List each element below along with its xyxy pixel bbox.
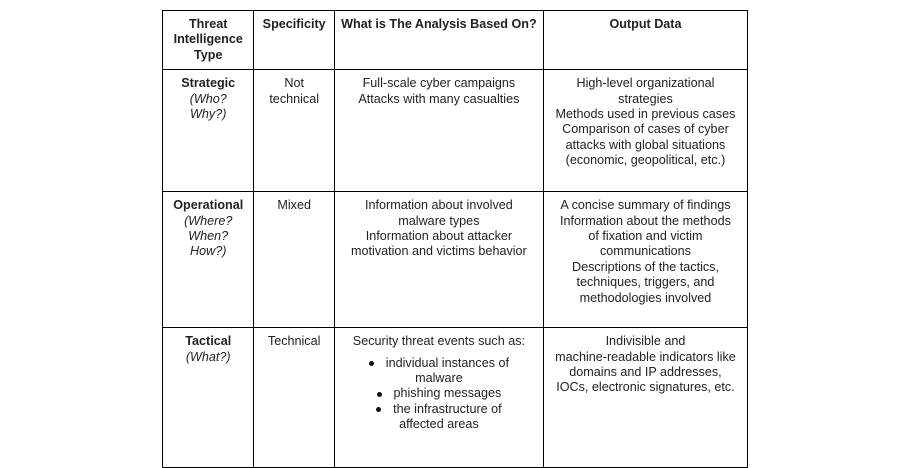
type-question: (Who?	[189, 91, 227, 106]
specificity-cell: Mixed	[253, 191, 335, 329]
output-line: Comparison of cases of cyber	[562, 122, 729, 137]
type-question: When?	[188, 229, 229, 244]
type-cell: Operational (Where? When? How?)	[161, 191, 255, 329]
table-row-operational: Operational (Where? When? How?) Mixed In…	[161, 191, 749, 329]
output-line: methodologies involved	[579, 290, 712, 305]
bullet-text: malware	[415, 371, 463, 386]
bullet-text: affected areas	[399, 417, 479, 432]
bullet-icon	[368, 360, 374, 366]
output-line: of fixation and victim	[588, 229, 703, 244]
bullet-icon	[376, 391, 382, 397]
output-line: Indivisible and	[605, 334, 686, 349]
output-cell: Indivisible and machine-readable indicat…	[542, 327, 749, 468]
table-row-strategic: Strategic (Who? Why?) Not technical Full…	[161, 69, 749, 193]
output-line: IOCs, electronic signatures, etc.	[556, 380, 735, 395]
output-line: A concise summary of findings	[560, 198, 731, 213]
analysis-intro: Security threat events such as:	[352, 334, 525, 349]
bullet-text: phishing messages	[393, 386, 502, 401]
output-line: communications	[599, 244, 691, 259]
output-line: strategies	[618, 91, 673, 106]
type-cell: Tactical (What?)	[161, 327, 255, 468]
analysis-line: Information about attacker	[365, 229, 513, 244]
header-analysis: What is The Analysis Based On?	[333, 9, 544, 71]
header-type: Threat Intelligence Type	[161, 9, 255, 71]
analysis-line: Information about involved	[365, 198, 513, 213]
list-item: phishing messages	[339, 386, 539, 401]
output-line: High-level organizational	[576, 76, 715, 91]
type-name: Tactical	[185, 334, 232, 349]
output-line: techniques, triggers, and	[576, 275, 715, 290]
analysis-line: Attacks with many casualties	[358, 91, 520, 106]
output-line: attacks with global situations	[565, 137, 726, 152]
list-item: the infrastructure of affected areas	[339, 402, 539, 433]
type-cell: Strategic (Who? Why?)	[161, 69, 255, 193]
type-question: (What?)	[185, 349, 231, 364]
analysis-line: motivation and victims behavior	[351, 244, 527, 259]
specificity-cell: Technical	[253, 327, 335, 468]
analysis-cell: Security threat events such as: individu…	[333, 327, 544, 468]
output-cell: A concise summary of findings Informatio…	[542, 191, 749, 329]
table-row-tactical: Tactical (What?) Technical Security thre…	[161, 327, 749, 468]
output-line: machine-readable indicators like	[555, 349, 736, 364]
analysis-cell: Full-scale cyber campaigns Attacks with …	[333, 69, 544, 193]
bullet-text: individual instances of	[385, 355, 510, 370]
output-cell: High-level organizational strategies Met…	[542, 69, 749, 193]
output-line: Descriptions of the tactics,	[571, 259, 719, 274]
header-row: Threat Intelligence Type Specificity Wha…	[161, 9, 749, 71]
specificity-cell: Not technical	[253, 69, 335, 193]
type-question: Why?)	[190, 107, 227, 122]
list-item: individual instances of malware	[339, 356, 539, 387]
output-line: Methods used in previous cases	[555, 107, 736, 122]
output-line: domains and IP addresses,	[569, 365, 722, 380]
header-specificity: Specificity	[253, 9, 335, 71]
specificity-line: technical	[269, 91, 320, 106]
analysis-line: Full-scale cyber campaigns	[362, 76, 516, 91]
analysis-line: malware types	[398, 213, 480, 228]
specificity-line: Mixed	[277, 198, 311, 213]
analysis-cell: Information about involved malware types…	[333, 191, 544, 329]
bullet-icon	[376, 407, 382, 413]
header-output: Output Data	[542, 9, 749, 71]
output-line: (economic, geopolitical, etc.)	[565, 153, 726, 168]
specificity-line: Not	[284, 76, 304, 91]
threat-intelligence-table: Threat Intelligence Type Specificity Wha…	[161, 9, 749, 468]
output-line: Information about the methods	[560, 213, 731, 228]
analysis-bullet-list: individual instances of malware phishing…	[339, 356, 539, 433]
specificity-line: Technical	[267, 334, 321, 349]
type-name: Operational	[173, 198, 244, 213]
type-name: Strategic	[181, 76, 236, 91]
bullet-text: the infrastructure of	[393, 401, 502, 416]
type-question: How?)	[190, 244, 227, 259]
type-question: (Where?	[184, 213, 233, 228]
